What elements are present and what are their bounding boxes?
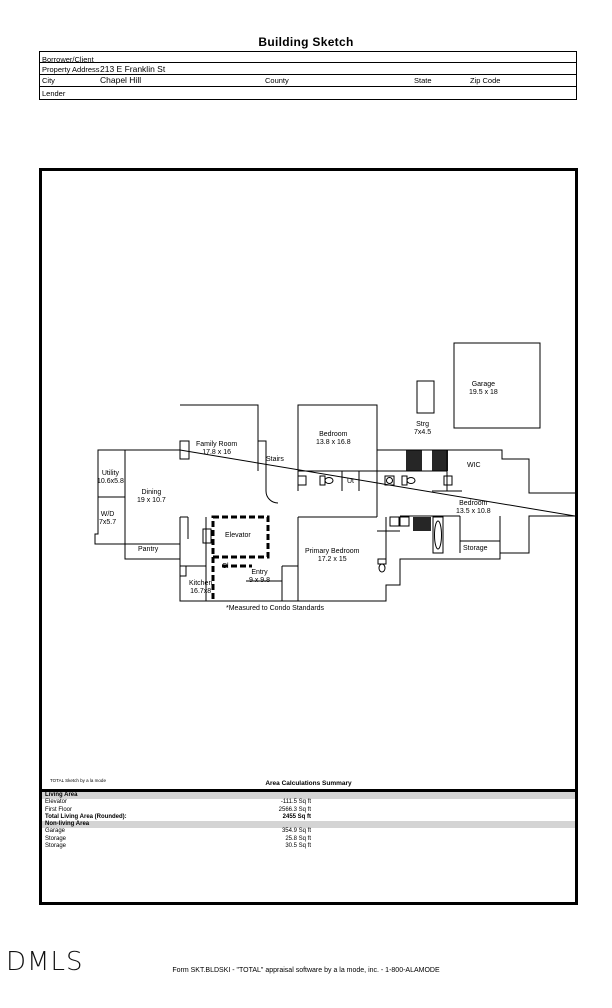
county-label: County [265, 76, 289, 85]
room-label-stairs: Stairs [266, 456, 284, 463]
summary-row: Elevator-111.5 Sq ft [45, 799, 311, 806]
strg-outline [416, 380, 435, 414]
property-value: 213 E Franklin St [100, 64, 166, 74]
fireplace [179, 440, 190, 460]
measured-note: *Measured to Condo Standards [226, 605, 325, 612]
room-label-pantry: Pantry [138, 546, 159, 553]
room-label-wic: WIC [467, 462, 481, 469]
page-title: Building Sketch [258, 35, 354, 49]
summary-title: Area Calculations Summary [265, 780, 352, 787]
stairs-door-arc [265, 490, 279, 504]
borrower-label: Borrower/Client [42, 55, 94, 64]
state-label: State [414, 76, 432, 85]
city-label: City [42, 76, 55, 85]
zip-label: Zip Code [470, 76, 501, 85]
elevator-walls [211, 515, 270, 601]
property-label: Property Address [42, 65, 100, 74]
sketch-credit: TOTAL Sketch by a la mode [50, 778, 106, 783]
room-label-ut: Ut [347, 478, 354, 485]
area-summary: Living Area Elevator-111.5 Sq ft First F… [42, 789, 575, 850]
living-area-header: Living Area [42, 792, 575, 800]
nonliving-area-header: Non-living Area [42, 821, 575, 829]
footer-text: Form SKT.BLDSKI - "TOTAL" appraisal soft… [172, 967, 440, 974]
shower-fixtures [406, 450, 448, 531]
city-value: Chapel Hill [100, 75, 142, 85]
garage-outline [453, 342, 541, 429]
dmls-logo: DMLS [6, 947, 84, 977]
room-label-cl: Cl [222, 563, 229, 570]
total-living-row: Total Living Area (Rounded):2455 Sq ft [45, 813, 311, 820]
lender-label: Lender [42, 89, 66, 98]
room-label-elevator: Elevator [225, 532, 251, 539]
room-label-storage: Storage [463, 545, 488, 552]
floor-plan [94, 342, 575, 602]
header-table: Borrower/Client Property Address 213 E F… [39, 51, 577, 100]
